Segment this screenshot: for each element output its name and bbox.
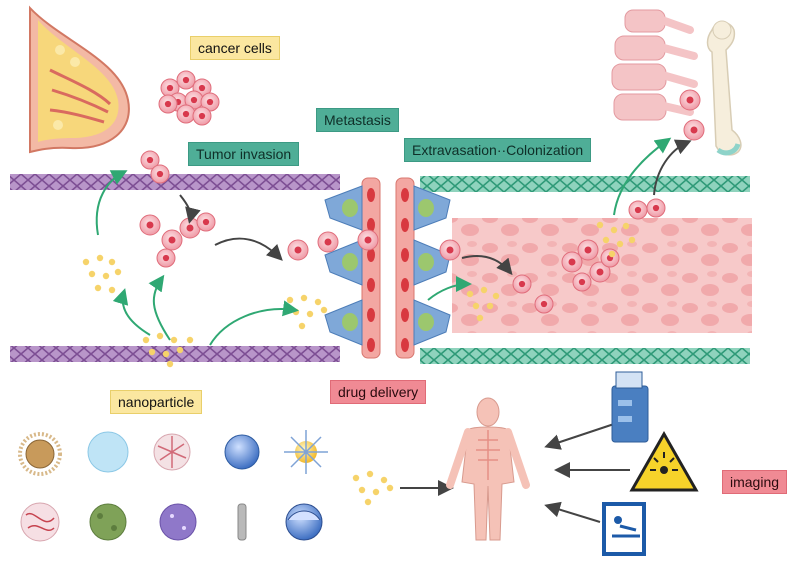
cancer-cell bbox=[577, 239, 599, 261]
dendrimer-icon bbox=[153, 433, 191, 471]
nanoparticle-dot bbox=[108, 286, 116, 294]
cancer-cell bbox=[561, 251, 583, 273]
nanoparticle-dot bbox=[480, 286, 488, 294]
nanoparticle-dot bbox=[602, 236, 610, 244]
cancer-cell bbox=[287, 239, 309, 261]
nanoparticle-dot bbox=[186, 336, 194, 344]
nanoparticle-dot bbox=[82, 258, 90, 266]
cancer-cell bbox=[196, 212, 216, 232]
cancer-cell bbox=[589, 261, 611, 283]
nanoparticle-dot bbox=[162, 350, 170, 358]
nanoparticle-dot bbox=[364, 498, 372, 506]
cancer-cell bbox=[439, 239, 461, 261]
cancer-cell bbox=[683, 119, 705, 141]
nanoparticle-dot bbox=[622, 222, 630, 230]
nanoparticle-dot bbox=[142, 336, 150, 344]
femur-bone-icon bbox=[706, 20, 742, 156]
cancer-cell bbox=[512, 274, 532, 294]
viral-nanoparticle-icon bbox=[89, 503, 127, 541]
spine-vertebrae-icon bbox=[611, 9, 698, 121]
label-drug-delivery: drug delivery bbox=[330, 380, 427, 404]
blood-vessel-right bbox=[420, 176, 750, 364]
label-imaging: imaging bbox=[722, 470, 788, 494]
endothelial-wall bbox=[324, 177, 451, 359]
nanoparticle-dot bbox=[372, 488, 380, 496]
nanoparticle-dot bbox=[300, 294, 308, 302]
cancer-cell bbox=[139, 214, 161, 236]
nanoparticle-dot bbox=[166, 360, 174, 368]
cancer-cell-cluster-top bbox=[158, 70, 220, 126]
nanoparticle-dot bbox=[320, 306, 328, 314]
cancer-cell bbox=[317, 231, 339, 253]
nanoparticle-dot bbox=[466, 290, 474, 298]
gold-nanoparticle-icon bbox=[284, 430, 328, 474]
label-cancer-cells: cancer cells bbox=[190, 36, 280, 60]
cancer-cell bbox=[646, 198, 666, 218]
cancer-cell bbox=[679, 89, 701, 111]
label-extravasation-colonization: Extravasation··Colonization bbox=[404, 138, 592, 162]
nanoparticle-dot bbox=[96, 254, 104, 262]
cancer-cell bbox=[150, 164, 170, 184]
mri-patient-icon bbox=[602, 502, 646, 556]
cancer-cell bbox=[161, 229, 183, 251]
micelle-icon bbox=[18, 432, 62, 476]
nanoparticle-dot bbox=[286, 296, 294, 304]
nanoparticle-dot bbox=[156, 332, 164, 340]
cancer-cell bbox=[572, 272, 592, 292]
cancer-cell bbox=[357, 229, 379, 251]
nanoparticle-dot bbox=[472, 302, 480, 310]
nanoparticle-dot bbox=[102, 272, 110, 280]
nanoparticle-dot bbox=[616, 240, 624, 248]
nanoparticle-dot bbox=[610, 226, 618, 234]
nanoparticle-dot bbox=[176, 346, 184, 354]
cancer-cell bbox=[176, 70, 196, 90]
nanoparticle-dot bbox=[628, 236, 636, 244]
cancer-cell bbox=[140, 150, 160, 170]
nanoparticle-dot bbox=[114, 268, 122, 276]
human-body-icon bbox=[446, 397, 530, 541]
breast-anatomy-icon bbox=[29, 5, 130, 154]
nanoparticle-dot bbox=[608, 250, 616, 258]
label-metastasis: Metastasis bbox=[316, 108, 399, 132]
cancer-cell bbox=[160, 78, 180, 98]
nanoparticle-dot bbox=[170, 336, 178, 344]
nanoparticle-dot bbox=[298, 322, 306, 330]
nanoparticle-dot bbox=[148, 348, 156, 356]
cancer-cell bbox=[156, 248, 176, 268]
blood-vessel-left bbox=[10, 174, 340, 362]
solid-lipid-sphere-icon bbox=[224, 434, 260, 470]
cancer-cell bbox=[534, 294, 554, 314]
nanoparticle-dot bbox=[94, 284, 102, 292]
label-nanoparticle: nanoparticle bbox=[110, 390, 203, 414]
cancer-cell bbox=[192, 106, 212, 126]
nanoparticle-dot bbox=[366, 470, 374, 478]
medical-scanner-icon bbox=[611, 371, 649, 443]
label-tumor-invasion: Tumor invasion bbox=[188, 142, 300, 166]
cancer-cell bbox=[176, 104, 196, 124]
nanoparticle-dot bbox=[476, 314, 484, 322]
cancer-cell bbox=[158, 94, 178, 114]
nanoparticle-dot bbox=[306, 310, 314, 318]
nanoparticle-dot bbox=[492, 292, 500, 300]
laser-warning-icon bbox=[629, 430, 699, 492]
nanoparticle-dot bbox=[486, 302, 494, 310]
nanoparticle-dot bbox=[596, 221, 604, 229]
polymer-network-icon bbox=[20, 502, 60, 542]
nanoparticle-types bbox=[18, 430, 328, 542]
mesoporous-sphere-icon bbox=[285, 503, 323, 541]
nanorod-icon bbox=[237, 503, 247, 541]
flow-arrows bbox=[95, 137, 692, 523]
cancer-cell bbox=[628, 200, 648, 220]
nanoparticle-dot bbox=[352, 474, 360, 482]
nanoparticle-dot bbox=[88, 270, 96, 278]
nanoparticle-dot bbox=[380, 476, 388, 484]
nanoparticle-dot bbox=[358, 486, 366, 494]
nanoparticle-dot bbox=[386, 484, 394, 492]
nanoparticle-dot bbox=[314, 298, 322, 306]
liposome-icon bbox=[87, 431, 129, 473]
polymeric-sphere-icon bbox=[159, 503, 197, 541]
nanoparticle-dots bbox=[82, 221, 636, 506]
nanoparticle-dot bbox=[108, 258, 116, 266]
